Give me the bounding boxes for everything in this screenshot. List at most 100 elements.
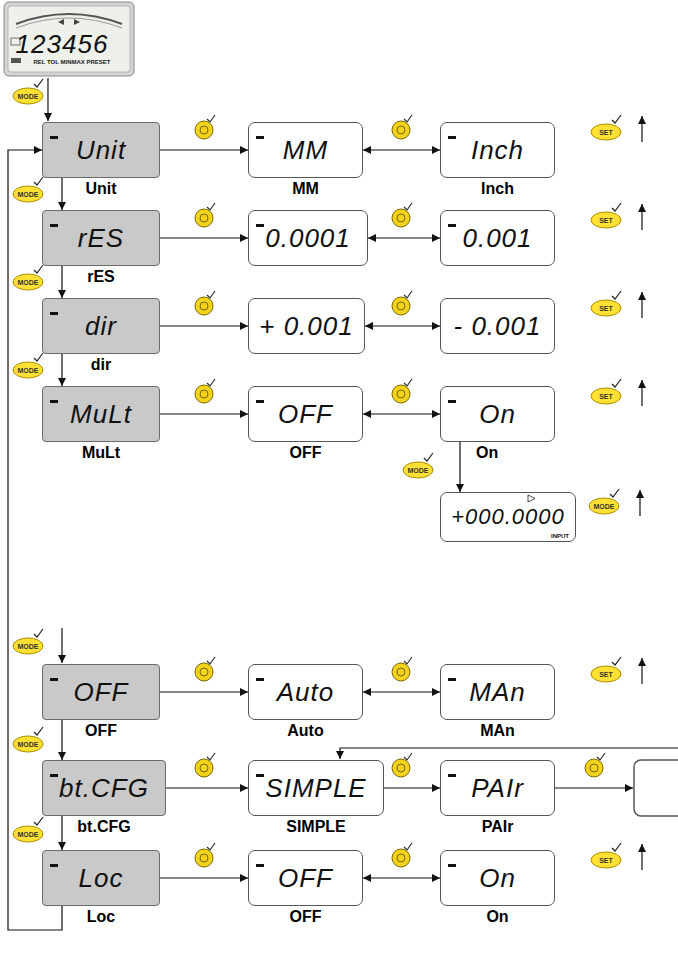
menu-item-box: dirdir [42,298,160,354]
setting-option-box: MAnMAn [440,664,555,720]
menu-connector [363,877,440,878]
mode-button [13,265,43,290]
caption: OFF [249,444,362,462]
knob-icon [392,753,412,777]
menu-connector [368,237,440,238]
mode-button-label: MODE [408,467,429,474]
lcd-text: OFF [74,677,129,708]
knob-icon [195,843,215,867]
caption: OFF [249,908,362,926]
lcd-text: - 0.001 [454,311,542,342]
lcd-text: MM [283,135,328,166]
lcd-text: dir [85,311,117,342]
setting-option-box: PAIrPAIr [440,760,555,816]
lcd-text: Auto [277,677,335,708]
lcd-text: PAIr [471,773,524,804]
mode-button [589,489,640,516]
mode-button [13,353,43,378]
lcd-text: OFF [278,863,333,894]
display-readout: 123456 [16,29,109,60]
mode-button-label: MODE [18,279,39,286]
lcd-text: + 0.001 [259,311,353,342]
display-readout: REL TOL MINMAX PRESET [33,59,110,65]
knob-icon [585,753,605,777]
menu-connector [365,325,440,326]
caption: Unit [43,180,159,198]
set-button-label: SET [599,671,613,678]
mode-button [13,79,43,104]
caption: rES [43,268,159,286]
knob-icon [195,203,215,227]
setting-option-box: - 0.001 [440,298,555,354]
set-button [591,379,642,406]
setting-option-box: + 0.001 [248,298,365,354]
menu-connector [363,149,440,150]
setting-option-box: +000.0000INPUT [440,492,576,542]
caption: Loc [43,908,159,926]
mode-button [13,817,43,842]
return-line [340,748,678,759]
setting-option-box: SIMPLESIMPLE [248,760,384,816]
menu-connector [61,178,62,210]
caption: MM [249,180,362,198]
menu-connector [61,354,62,386]
mode-button-label: MODE [18,831,39,838]
menu-connector [363,413,440,414]
setting-option-box: OnOn [440,850,555,906]
cut-off-lcd-box [634,760,678,816]
lcd-text: OFF [278,399,333,430]
knob-icon [392,115,412,139]
caption: PAIr [441,818,554,836]
set-button-label: SET [599,857,613,864]
menu-connector [384,787,440,788]
menu-item-box: OFFOFF [42,664,160,720]
menu-connector [459,442,460,492]
mode-button [13,629,43,654]
lcd-text: Loc [79,863,124,894]
lcd-text: SIMPLE [265,773,366,804]
setting-option-box: 0.0001 [248,210,368,266]
knob-icon [195,753,215,777]
menu-connector [61,266,62,298]
button-icons [13,79,642,870]
lcd-text: Inch [471,135,524,166]
caption: MAn [441,722,554,740]
caption: Auto [249,722,362,740]
lcd-text: rES [78,223,124,254]
mode-button-label: MODE [594,503,615,510]
lcd-text: 0.0001 [265,223,351,254]
lcd-text: Unit [76,135,126,166]
caption: dir [43,356,159,374]
setting-option-box: AutoAuto [248,664,363,720]
set-button [591,115,642,142]
knob-icon [195,115,215,139]
lcd-text: bt.CFG [59,773,149,804]
set-button [591,843,642,870]
set-button-label: SET [599,129,613,136]
menu-item-box: MuLtMuLt [42,386,160,442]
lcd-text: MAn [469,677,525,708]
menu-connector [61,720,62,760]
lcd-text: On [479,399,516,430]
set-button [591,203,642,230]
set-button-label: SET [599,393,613,400]
lcd-text: +000.0000 [451,504,565,530]
lcd-indicator: INPUT [551,533,569,539]
menu-connector [160,413,248,414]
set-button [591,657,642,684]
menu-connector [160,149,248,150]
menu-item-box: LocLoc [42,850,160,906]
setting-option-box: OFFOFF [248,850,363,906]
input-cursor-triangle [528,495,535,502]
mode-button-label: MODE [18,367,39,374]
menu-connector [160,325,248,326]
menu-connector [363,691,440,692]
knob-icon [392,203,412,227]
caption: SIMPLE [249,818,383,836]
mode-button-label: MODE [18,93,39,100]
mode-button-label: MODE [18,191,39,198]
menu-connector [160,237,248,238]
knob-icon [392,291,412,315]
mode-button [403,453,433,478]
